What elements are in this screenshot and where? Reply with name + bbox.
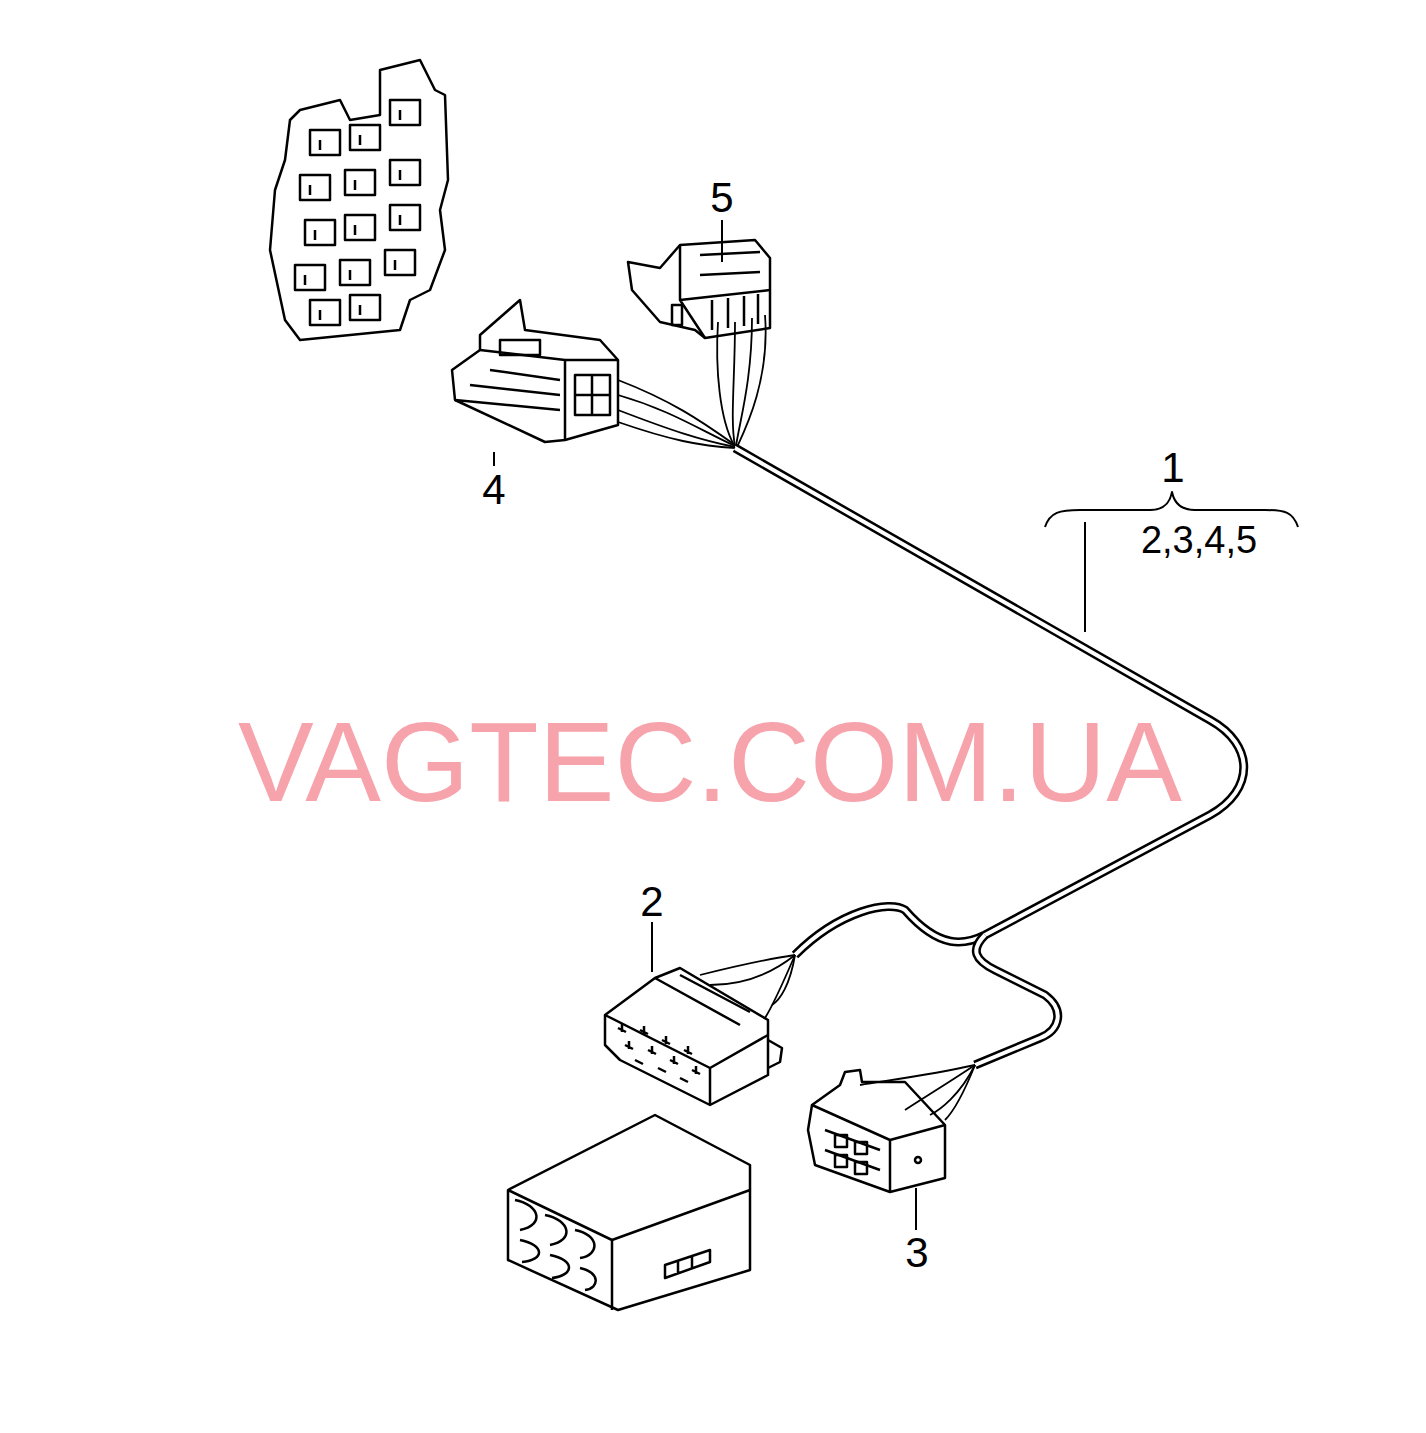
connector-4	[452, 300, 618, 442]
harness-branch-inner	[975, 935, 1058, 1065]
watermark: VAGTEC.COM.UA	[238, 705, 1182, 819]
group-bracket	[1045, 492, 1298, 632]
callout-number: 4	[482, 469, 505, 511]
connector-2	[605, 968, 782, 1105]
callout-number: 5	[710, 177, 733, 219]
harness-branch-outer	[975, 935, 1058, 1065]
wires-top	[618, 315, 766, 448]
callout-number: 3	[905, 1232, 928, 1274]
radio-unit	[508, 1115, 750, 1310]
wires-bottom	[700, 955, 975, 1120]
connector-3	[808, 1070, 945, 1192]
connector-5	[628, 240, 770, 338]
callout-number: 1	[1161, 447, 1184, 489]
callout-number: 2	[640, 881, 663, 923]
callout-number: 2,3,4,5	[1141, 521, 1257, 559]
relay-carrier	[270, 60, 448, 340]
